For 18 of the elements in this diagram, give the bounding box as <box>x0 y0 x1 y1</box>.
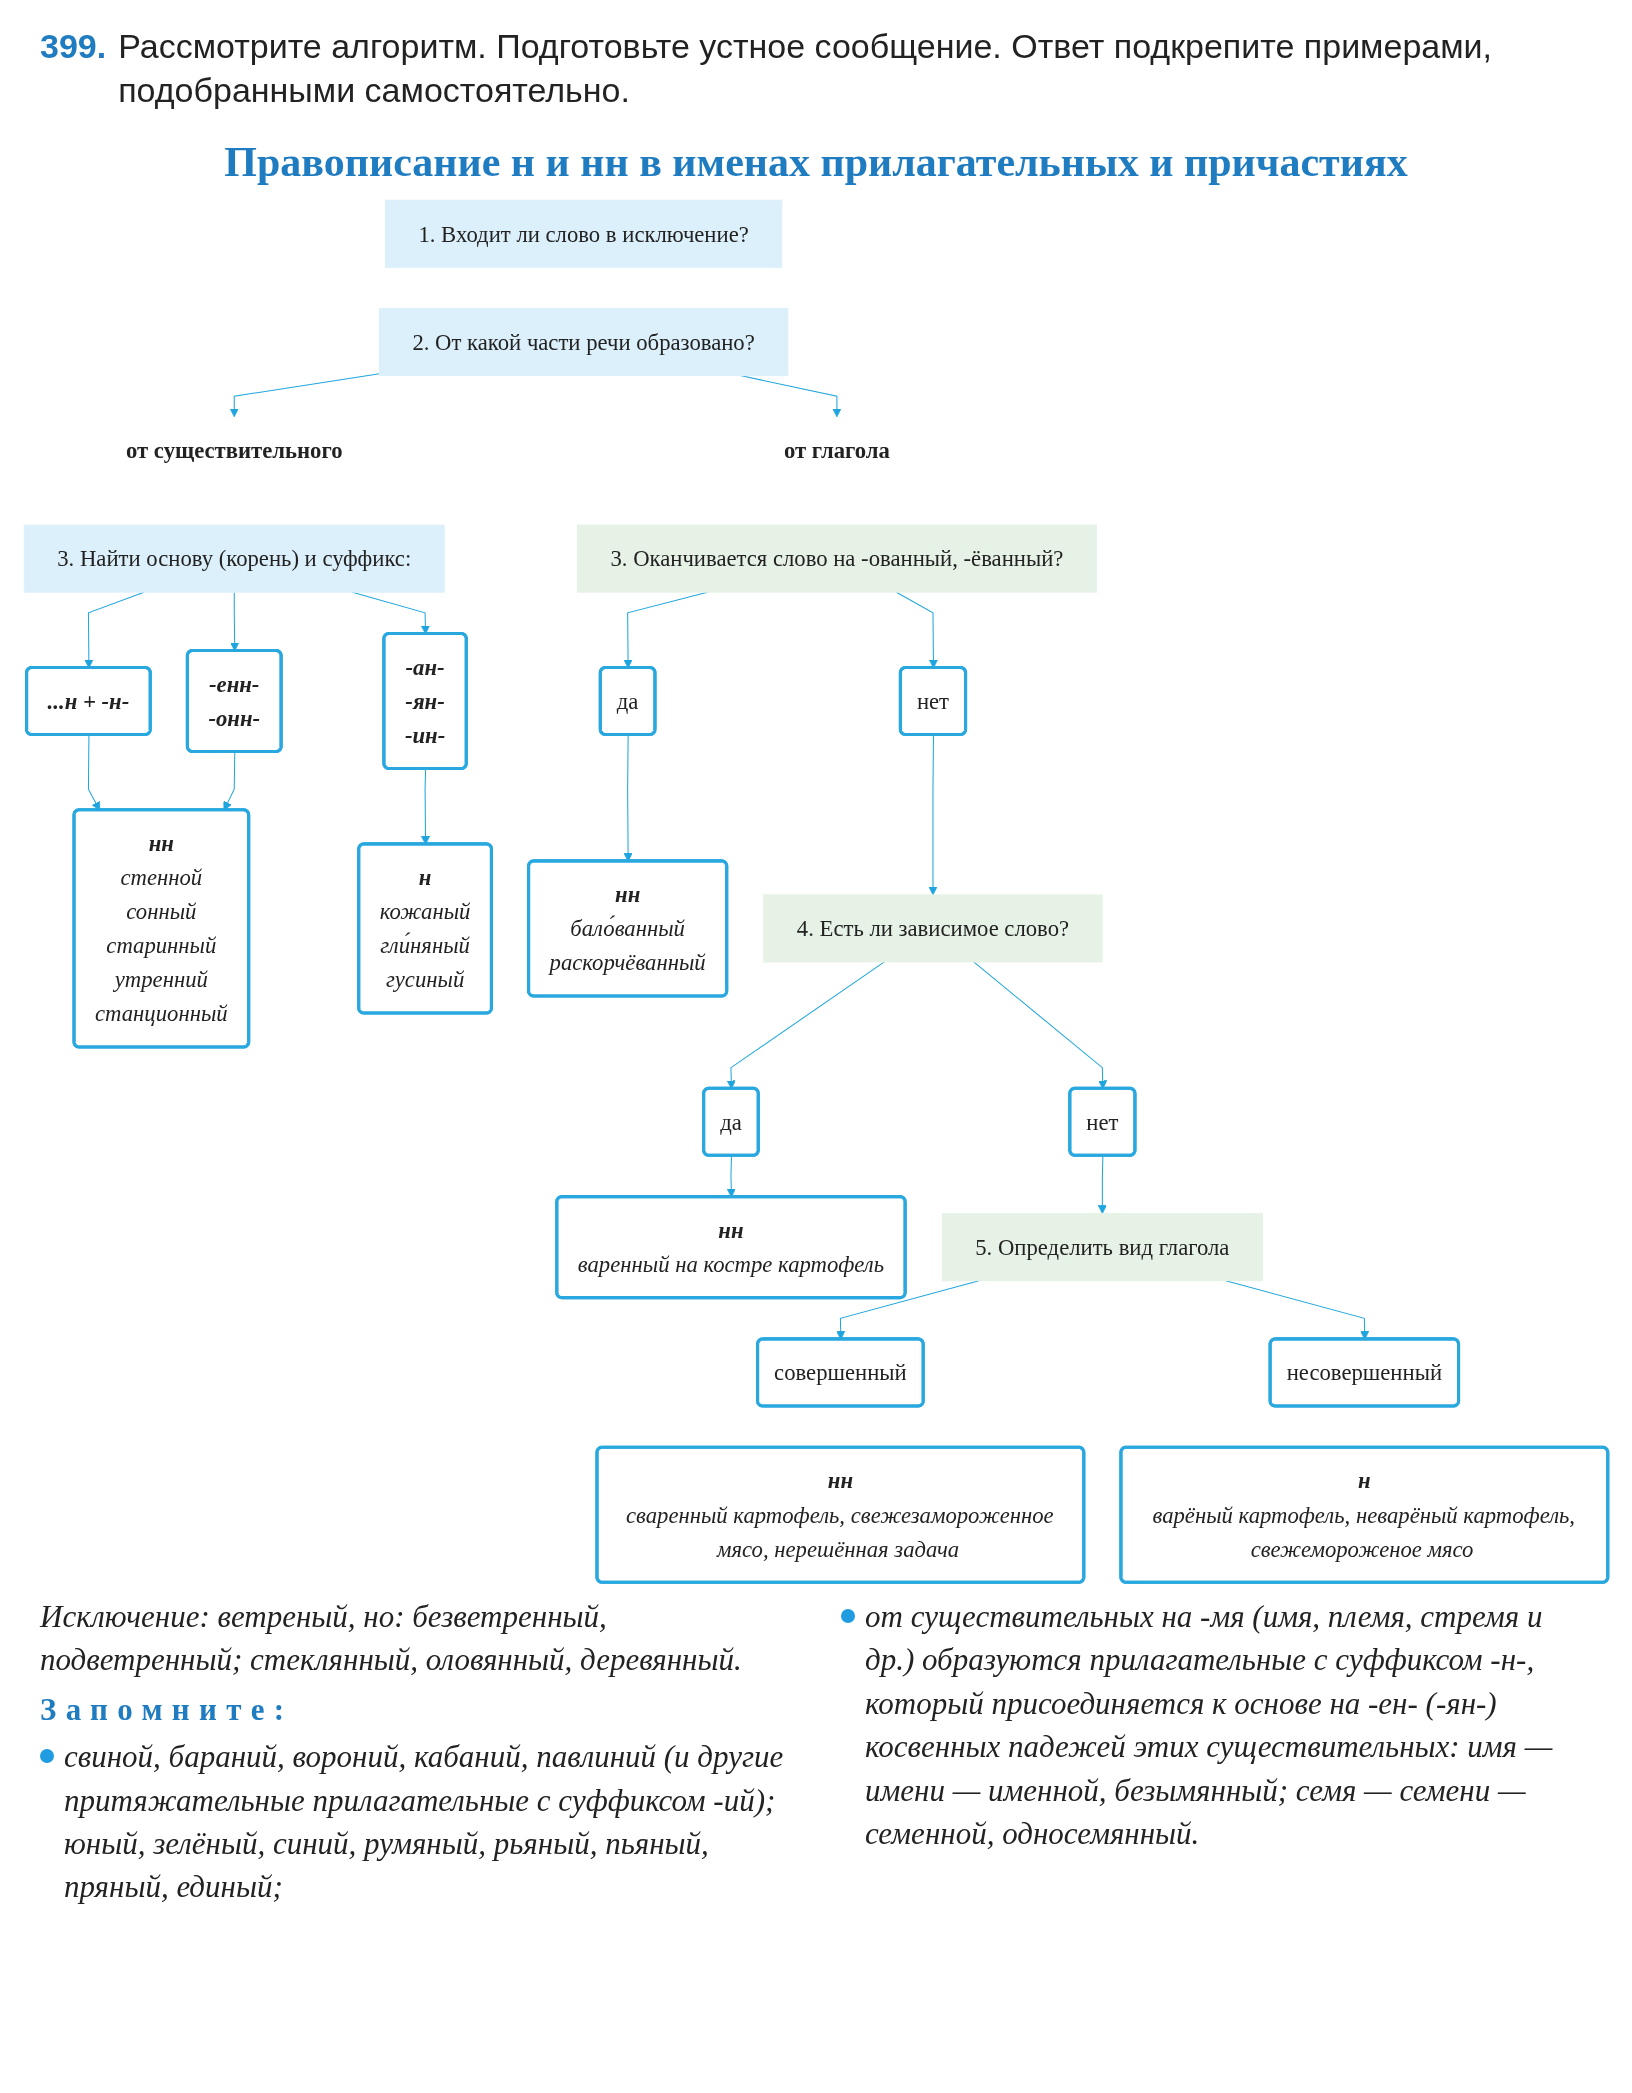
note-text: Исключение: ветреный, но: безветренный, подветренный; стеклянный, оловянный, деревянный. <box>40 1597 743 1680</box>
node-box: 3. Оканчивается слово на -ованный, -ёванный? <box>576 525 1097 594</box>
node-box: 5. Определить вид глагола <box>941 1213 1263 1282</box>
node-text: от существительного <box>126 437 343 464</box>
arrow <box>928 734 938 896</box>
node-text: от глагола <box>783 437 890 464</box>
arrow <box>229 373 380 418</box>
node-box: 3. Найти основу (корень) и суффикс: <box>23 525 445 594</box>
note-text: от существительных на -мя (имя, племя, стремя и др.) образуются прилагательные с суффиксом -н-, который присоединяется к основе на -ен- (-ян-) косвенных падежей этих существительных: имя — имени — именной, безымянный; семя — семени — семенной, односемянный. <box>865 1597 1554 1853</box>
exercise-text: Рассмотрите алгоритм. Подготовьте устное сообщение. Ответ подкрепите примерами, подобранными самостоятельно. <box>118 26 1494 112</box>
title: Правописание н и нн в именах прилагательных и причастиях <box>223 138 1409 187</box>
arrow <box>1097 1155 1107 1215</box>
exercise-number: 399. <box>40 26 107 67</box>
note-text: свиной, бараний, вороний, кабаний, павлиний (и другие притяжательные прилагательные с суффиксом -ий); юный, зелёный, синий, румяный, рьяный, пьяный, пряный, единый; <box>64 1738 785 1907</box>
node-box: 1. Входит ли слово в исключение? <box>384 200 783 269</box>
note-heading: Запомните: <box>40 1690 295 1729</box>
node-box: 4. Есть ли зависимое слово? <box>763 894 1103 963</box>
node-box: 2. От какой части речи образовано? <box>378 308 789 377</box>
